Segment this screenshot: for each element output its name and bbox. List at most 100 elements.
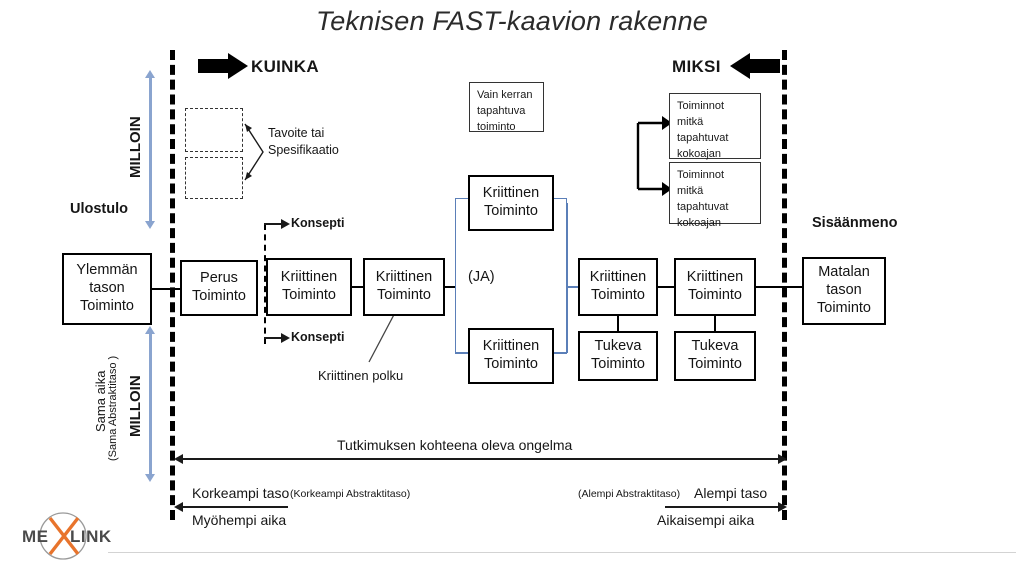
box-line: Toiminto (591, 356, 645, 372)
box-line: Tukeva (594, 338, 642, 355)
when-bottom-arrow-head-up (145, 326, 155, 334)
output-label: Ulostulo (70, 201, 128, 217)
input-label: Sisäänmeno (812, 215, 898, 231)
box-critical-function-3[interactable]: Kriittinen Toiminto (578, 258, 658, 316)
why-label: MIKSI (672, 57, 721, 76)
later-time-arrow-shaft (182, 506, 288, 508)
box-line: Kriittinen (375, 269, 433, 286)
goal-placeholder-box-top (185, 108, 243, 152)
box-line: Kriittinen (280, 269, 338, 286)
logo-text-right: LINK (70, 527, 112, 546)
and-gate-label: (JA) (468, 269, 495, 285)
box-critical-function-2[interactable]: Kriittinen Toiminto (363, 258, 445, 316)
concept-bottom-arrow-shaft (264, 337, 283, 339)
when-top-label: MILLOIN (127, 116, 144, 178)
connector-crit3-to-crit4 (658, 286, 676, 288)
note-line: Toiminnot (677, 169, 725, 181)
note-line: tapahtuvat (677, 131, 729, 144)
later-time-arrow-head (174, 502, 183, 512)
box-lower-level-function[interactable]: Matalan tason Toiminto (802, 257, 886, 325)
box-critical-function-and-bottom[interactable]: Kriittinen Toiminto (468, 328, 554, 384)
box-basic-function[interactable]: Perus Toiminto (180, 260, 258, 316)
same-time-label: Sama aika (93, 370, 108, 432)
earlier-time-arrow-shaft (665, 506, 778, 508)
how-label: KUINKA (251, 57, 319, 76)
goal-spec-label-line1: Tavoite tai (268, 126, 325, 140)
box-line: Toiminto (484, 356, 538, 372)
when-top-arrow-head-down (145, 221, 155, 229)
box-line: Toiminto (377, 287, 431, 303)
note-line: kokoajan (677, 147, 722, 160)
mexlink-logo: ME LINK (20, 508, 116, 568)
same-time-sublabel: (Sama Abstraktitaso ) (107, 355, 119, 461)
box-critical-function-4[interactable]: Kriittinen Toiminto (674, 258, 756, 316)
note-line: Toiminnot (677, 100, 725, 112)
note-line: tapahtuva (477, 104, 526, 117)
box-critical-function-1[interactable]: Kriittinen Toiminto (266, 258, 352, 316)
box-line: Matalan (818, 264, 870, 281)
box-support-function-2[interactable]: Tukeva Toiminto (674, 331, 756, 381)
box-line: Perus (200, 270, 238, 287)
concept-divider-line (264, 224, 266, 344)
andgate-exit-connector (567, 286, 581, 288)
box-line: Kriittinen (589, 269, 647, 286)
connector-crit1-to-crit2 (352, 286, 365, 288)
when-bottom-arrow-head-down (145, 474, 155, 482)
note-line: mitkä (677, 115, 704, 128)
always-notes-branch-arrows (636, 115, 672, 197)
box-higher-level-function[interactable]: Ylemmän tason Toiminto (62, 253, 152, 325)
lower-level-sublabel: (Alempi Abstraktitaso) (578, 488, 681, 500)
note-line: Vain kerran (477, 89, 533, 101)
note-once-only-function: Vain kerran tapahtuva toiminto (469, 82, 544, 133)
earlier-time-label: Aikaisempi aika (657, 512, 755, 528)
box-line: Toiminto (688, 356, 742, 372)
connector-crit2-to-andgate (445, 286, 459, 288)
scope-arrow-head-left (174, 454, 183, 464)
how-arrow-head (228, 53, 248, 79)
lower-level-label: Alempi taso (694, 485, 768, 501)
box-line: Kriittinen (482, 185, 540, 202)
why-arrow-shaft (750, 59, 780, 73)
logo-mark-icon (39, 512, 87, 560)
box-line: Tukeva (691, 338, 739, 355)
box-line: Ylemmän (76, 262, 138, 279)
footer-divider (108, 552, 1016, 553)
when-bottom-label: MILLOIN (127, 375, 144, 437)
goal-spec-arrow (237, 118, 267, 188)
concept-top-arrow-head (281, 219, 290, 229)
when-top-axis (149, 78, 152, 221)
box-line: tason (89, 280, 125, 297)
goal-placeholder-box-bottom (185, 157, 243, 199)
scope-separator-right (782, 50, 787, 520)
box-line: Toiminto (817, 299, 871, 316)
connector-crit4-to-support2 (714, 316, 716, 332)
note-line: tapahtuvat (677, 200, 729, 213)
note-line: mitkä (677, 184, 704, 197)
note-line: toiminto (477, 120, 516, 133)
concept-bottom-label: Konsepti (291, 330, 345, 344)
box-line: Toiminto (688, 287, 742, 303)
note-line: kokoajan (677, 216, 722, 229)
connector-crit3-to-support1 (617, 316, 619, 332)
connector-higher-to-basic (152, 288, 185, 290)
when-bottom-axis (149, 334, 152, 474)
scope-arrow-head-right (778, 454, 787, 464)
higher-level-label: Korkeampi taso (192, 485, 290, 501)
how-arrow-shaft (198, 59, 228, 73)
box-line: Kriittinen (482, 338, 540, 355)
box-line: Toiminto (282, 287, 336, 303)
goal-spec-label-line2: Spesifikaatio (268, 143, 339, 157)
note-always-running-2: Toiminnot mitkä tapahtuvat kokoajan (669, 162, 761, 229)
box-support-function-1[interactable]: Tukeva Toiminto (578, 331, 658, 381)
box-critical-function-and-top[interactable]: Kriittinen Toiminto (468, 175, 554, 231)
box-line: Toiminto (591, 287, 645, 303)
scope-arrow-shaft (182, 458, 778, 460)
box-line: Kriittinen (686, 269, 744, 286)
box-line: Toiminto (192, 288, 246, 304)
later-time-label: Myöhempi aika (192, 512, 287, 528)
why-arrow-head (730, 53, 750, 79)
when-top-arrow-head-up (145, 70, 155, 78)
higher-level-sublabel: (Korkeampi Abstraktitaso) (290, 488, 411, 500)
scope-label: Tutkimuksen kohteena oleva ongelma (337, 437, 573, 453)
